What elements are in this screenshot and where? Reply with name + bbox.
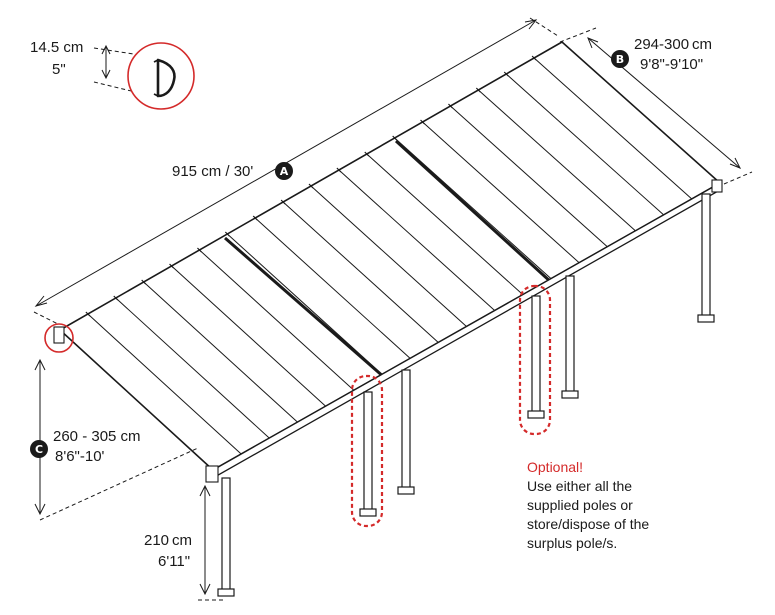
rafter-tick — [113, 295, 119, 301]
roof-panel-line — [533, 57, 693, 200]
rafter-tick — [364, 151, 370, 157]
post-5 — [561, 275, 579, 399]
optional-pole-highlights — [350, 284, 552, 528]
rafter-tick — [252, 215, 258, 221]
roof-panel-line — [422, 121, 580, 264]
roof-panel-line — [310, 185, 467, 327]
detail-dim-cm: 14.5 cm — [30, 39, 83, 56]
roof-panel-line — [366, 153, 524, 295]
dimension-c — [34, 358, 199, 521]
note-title: Optional! — [527, 459, 583, 475]
roof-panel-line — [143, 281, 298, 423]
roof-panel-line — [87, 313, 242, 455]
roof-panel-line — [338, 169, 496, 311]
note-line-1: Use either all the — [527, 478, 632, 494]
note-line-4: surplus pole/s. — [527, 535, 617, 551]
roof-panel-line — [477, 89, 636, 232]
dimension-a-badge — [275, 162, 293, 180]
gutter-profile-icon — [156, 58, 176, 98]
post-4 — [527, 295, 545, 419]
dimension-b-cm: 294-300 cm — [634, 36, 712, 53]
rafter-tick — [503, 71, 509, 77]
roof-panel-line — [450, 105, 608, 248]
roof-panel-line — [394, 137, 552, 280]
dimension-a-badge-letter: A — [280, 165, 289, 178]
post-height-dimension — [198, 484, 224, 601]
optional-pole-highlight-2 — [518, 284, 552, 436]
front-beam — [53, 179, 723, 483]
rafter-tick — [169, 263, 174, 269]
roof-seam-1 — [224, 236, 386, 380]
dimension-c-ft: 8'6"-10' — [55, 448, 105, 465]
rafter-tick — [308, 183, 314, 189]
post-3 — [397, 369, 415, 495]
post-height-ft: 6'11" — [158, 553, 190, 570]
detail-dim-in: 5" — [52, 61, 66, 78]
rafter-tick — [85, 311, 91, 317]
rafter-ticks — [85, 55, 537, 317]
roof-panel-line — [282, 201, 439, 343]
dimension-c-badge — [30, 440, 48, 458]
dimension-a-label: 915 cm / 30' — [172, 163, 253, 180]
roof-panel-lines — [87, 57, 693, 455]
roof-seam-2 — [394, 139, 554, 285]
post-2 — [359, 391, 377, 517]
gutter-profile-detail — [93, 42, 195, 110]
dimension-b-ft: 9'8"-9'10" — [640, 56, 703, 73]
dimension-c-badge-letter: C — [35, 443, 43, 456]
rafter-tick — [141, 279, 147, 285]
dimension-b-badge-letter: B — [616, 53, 624, 66]
detail-circle — [127, 42, 195, 110]
dimension-c-cm: 260 - 305 cm — [53, 428, 141, 445]
rafter-tick — [392, 135, 398, 141]
note-line-2: supplied poles or — [527, 497, 633, 513]
post-height-cm: 210 cm — [144, 532, 192, 549]
rafter-tick — [336, 167, 342, 173]
dimension-b-badge — [611, 50, 629, 68]
rafter-tick — [448, 103, 453, 109]
optional-pole-highlight-1 — [350, 374, 384, 528]
roof-panel-line — [199, 249, 355, 391]
post-6 — [697, 193, 715, 323]
roof — [59, 41, 721, 471]
roof-panel-line — [254, 217, 411, 359]
rafter-tick — [224, 231, 230, 237]
posts — [217, 193, 715, 597]
corner-detail-marker — [44, 323, 74, 353]
note-line-3: store/dispose of the — [527, 516, 649, 532]
rafter-tick — [475, 87, 481, 93]
rafter-tick — [280, 199, 286, 205]
rafter-tick — [420, 119, 425, 125]
roof-panel-line — [505, 73, 665, 216]
post-1 — [217, 477, 235, 597]
roof-panel-line — [115, 297, 270, 439]
rafter-tick — [197, 247, 202, 253]
rafter-tick — [531, 55, 537, 61]
roof-panel-line — [171, 265, 327, 407]
